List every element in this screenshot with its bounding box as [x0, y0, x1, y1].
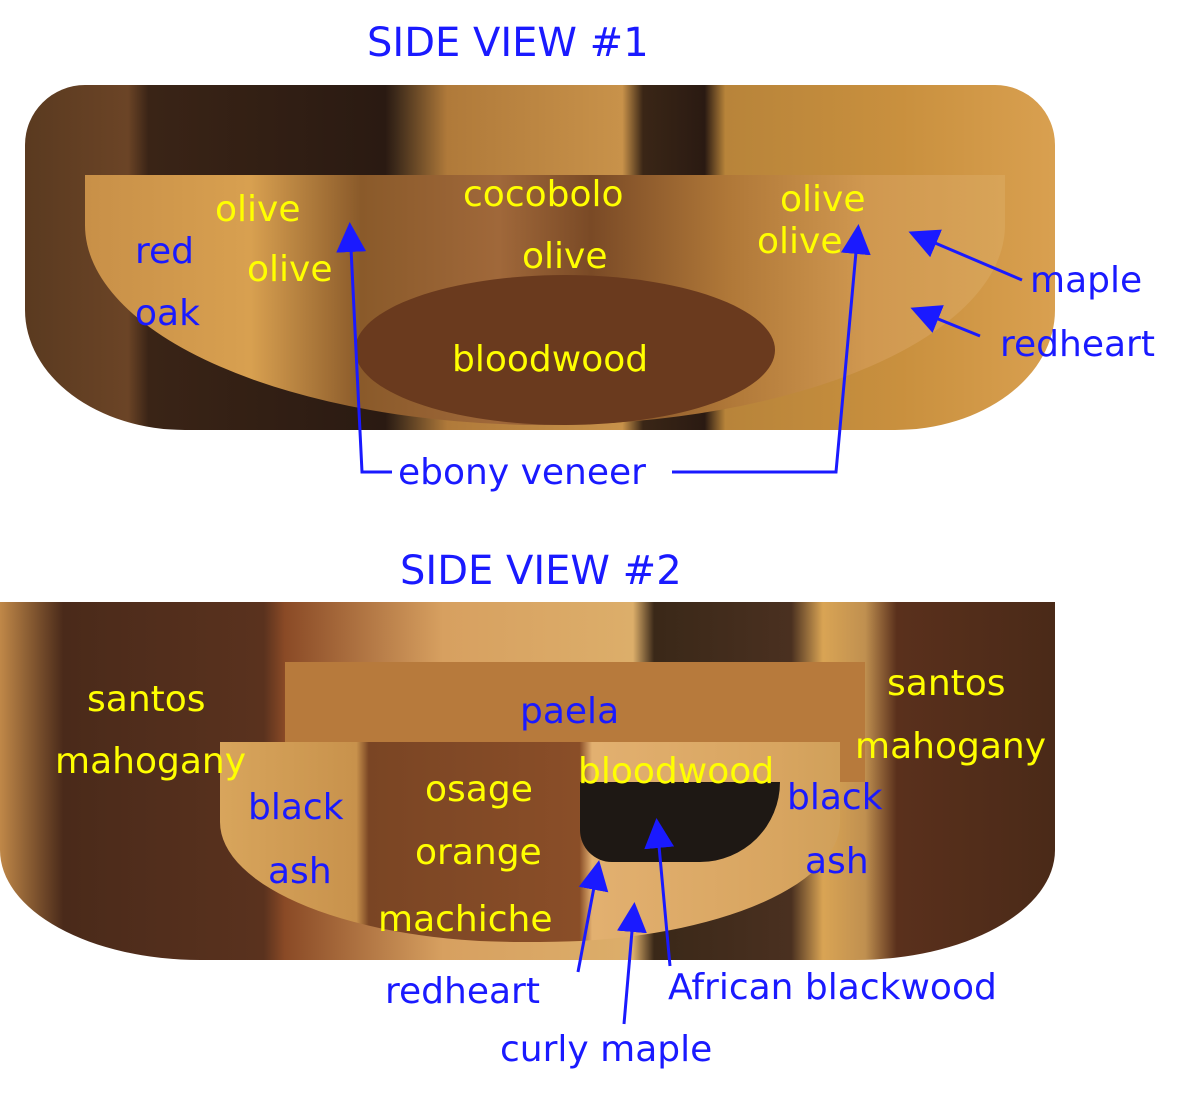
label-santos: santos — [887, 663, 1006, 704]
label-oak: oak — [135, 293, 200, 334]
maple-arrow — [908, 229, 1023, 282]
label-cocobolo: cocobolo — [463, 174, 624, 215]
label-black: black — [787, 777, 883, 818]
label-redheart: redheart — [385, 971, 540, 1012]
redheart-arrow-bottom — [576, 860, 609, 973]
label-osage: osage — [425, 769, 533, 810]
label-olive: olive — [215, 189, 301, 230]
label-santos: santos — [87, 679, 206, 720]
side-view-1-title: SIDE VIEW #1 — [367, 20, 649, 66]
redheart-arrow-top — [910, 305, 981, 338]
label-black: black — [248, 787, 344, 828]
african-blackwood-arrow — [644, 818, 675, 967]
label-machiche: machiche — [378, 899, 553, 940]
label-maple: maple — [1030, 260, 1143, 301]
label-ash: ash — [805, 841, 869, 882]
curly-maple-arrow — [616, 902, 647, 1025]
label-mahogany: mahogany — [55, 741, 247, 782]
label-ebony-veneer: ebony veneer — [398, 452, 646, 493]
label-olive: olive — [247, 249, 333, 290]
label-olive: olive — [757, 221, 843, 262]
label-paela: paela — [520, 691, 620, 732]
label-olive: olive — [780, 179, 866, 220]
label-bloodwood: bloodwood — [578, 751, 775, 792]
label-orange: orange — [415, 832, 542, 873]
label-redheart: redheart — [1000, 324, 1155, 365]
label-olive: olive — [522, 236, 608, 277]
label-mahogany: mahogany — [855, 726, 1047, 767]
label-curly-maple: curly maple — [500, 1029, 713, 1070]
label-ash: ash — [268, 851, 332, 892]
ebony-arrow-right — [672, 224, 871, 474]
label-red: red — [135, 231, 195, 272]
label-bloodwood: bloodwood — [452, 339, 649, 380]
bowl-photo-side-2 — [0, 602, 1055, 960]
label-african-blackwood: African blackwood — [668, 967, 997, 1008]
side-view-2-title: SIDE VIEW #2 — [400, 548, 682, 594]
ebony-arrow-left — [336, 222, 392, 474]
